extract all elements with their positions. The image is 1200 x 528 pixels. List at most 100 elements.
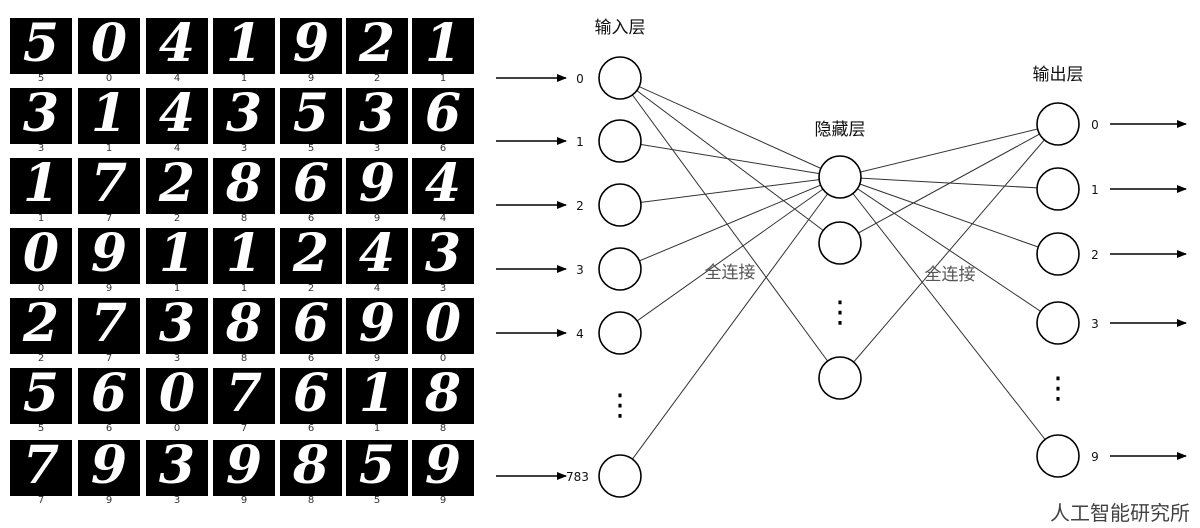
digit-label: 1 [373,423,381,434]
digit-label: 6 [307,353,315,364]
digit-image: 1 [213,228,275,284]
connection-label-right: 全连接 [925,265,976,285]
input-node-label: 4 [576,327,584,341]
digit-image: 9 [78,440,140,496]
digit-label: 9 [373,353,381,364]
output-node-label: 3 [1091,317,1099,331]
hidden-ellipsis: ⋮ [825,295,855,330]
input-neuron [598,56,642,100]
digit-image: 8 [412,368,474,424]
handwritten-digit: 6 [292,158,330,214]
digit-label: 5 [307,143,315,154]
digit-label: 4 [173,73,181,84]
digit-image: 3 [146,298,208,354]
handwritten-digit: 9 [90,228,128,284]
handwritten-digit: 1 [90,88,128,144]
handwritten-digit: 3 [158,440,196,496]
output-node-label: 1 [1091,183,1099,197]
digit-image: 2 [10,298,72,354]
digit-label: 9 [105,283,113,294]
connection-label-left: 全连接 [705,263,756,283]
digit-label: 6 [439,143,447,154]
digit-image: 0 [78,18,140,74]
neurons [598,56,1080,498]
output-ellipsis: ⋮ [1043,371,1073,406]
digit-label: 9 [240,495,248,506]
digit-image: 7 [10,440,72,496]
digit-image: 3 [146,440,208,496]
edge-hidden-to-output [839,123,1059,379]
edge-input-to-hidden [619,77,841,379]
handwritten-digit: 5 [22,18,60,74]
handwritten-digit: 5 [22,368,60,424]
output-node-label: 0 [1091,118,1099,132]
handwritten-digit: 0 [158,368,196,424]
digit-label: 5 [37,423,45,434]
input-neuron [598,454,642,498]
digit-label: 2 [307,283,315,294]
digit-label: 5 [37,73,45,84]
digit-label: 4 [173,143,181,154]
handwritten-digit: 1 [225,18,263,74]
digit-image: 6 [78,368,140,424]
output-neuron [1036,167,1080,211]
digit-label: 0 [173,423,181,434]
handwritten-digit: 3 [424,228,462,284]
handwritten-digit: 5 [358,440,396,496]
digit-label: 1 [240,283,248,294]
digit-label: 8 [240,353,248,364]
digit-label: 9 [373,213,381,224]
digit-image: 3 [412,228,474,284]
edge-input-to-hidden [619,176,841,334]
handwritten-digit: 3 [158,298,196,354]
digit-label: 8 [240,213,248,224]
handwritten-digit: 6 [90,368,128,424]
handwritten-digit: 4 [158,88,196,144]
digit-image: 1 [78,88,140,144]
digit-label: 8 [307,495,315,506]
digit-label: 7 [105,353,113,364]
edge-input-to-hidden [619,176,841,206]
digit-label: 1 [173,283,181,294]
handwritten-digit: 2 [22,298,60,354]
handwritten-digit: 4 [158,18,196,74]
digit-image: 8 [213,158,275,214]
watermark-text: 人工智能研究所 [1050,501,1190,525]
digit-label: 6 [105,423,113,434]
digit-image: 1 [213,18,275,74]
digit-image: 1 [346,368,408,424]
handwritten-digit: 7 [90,298,128,354]
digit-image: 6 [280,158,342,214]
digit-image: 4 [146,18,208,74]
digit-label: 7 [105,213,113,224]
digit-label: 3 [37,143,45,154]
handwritten-digit: 9 [424,440,462,496]
digit-image: 0 [412,298,474,354]
digit-label: 5 [373,495,381,506]
handwritten-digit: 3 [22,88,60,144]
